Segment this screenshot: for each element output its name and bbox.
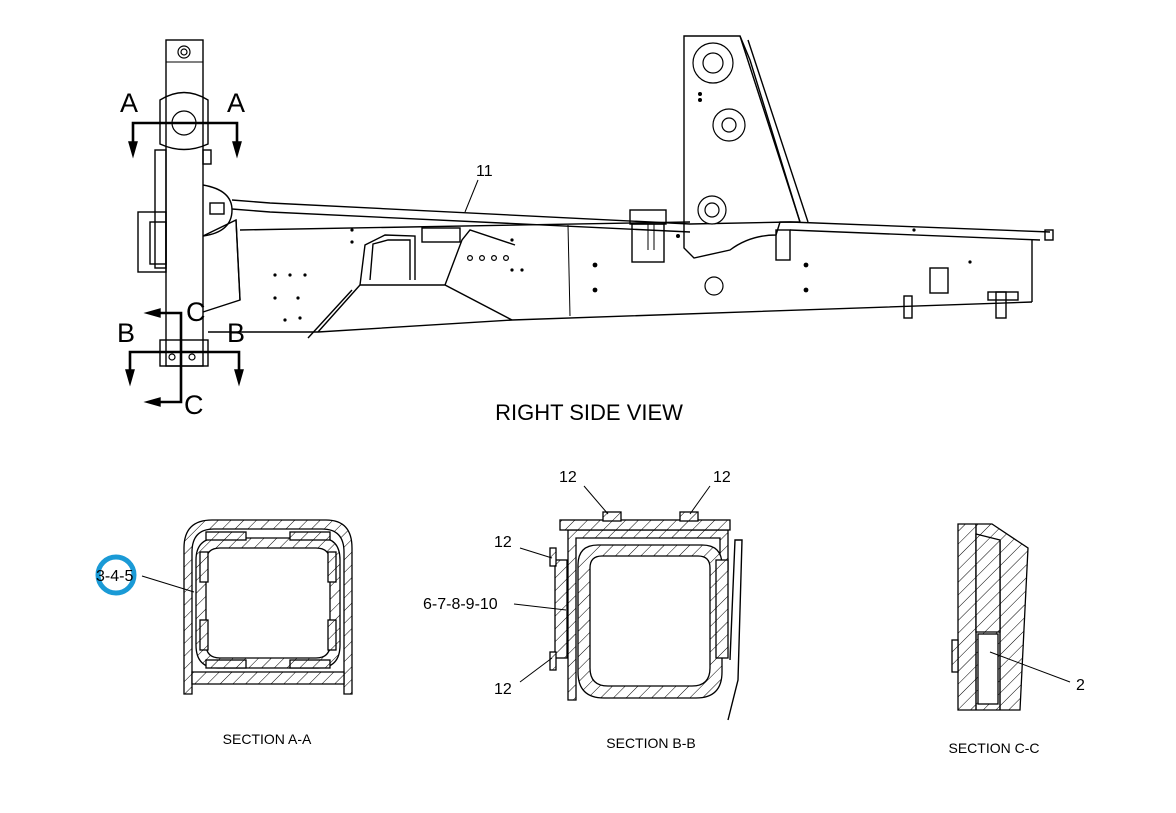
- callout-12-left-upper: 12: [494, 534, 512, 551]
- view-title: RIGHT SIDE VIEW: [495, 400, 683, 425]
- callout-12-left-upper-leader: [519, 547, 553, 559]
- callout-12-top-right: 12: [713, 469, 731, 486]
- cut-label-a-right: A: [227, 88, 245, 118]
- section-b-b: 12 12 12 6-7-8-9-10 12 SECTION B-B: [423, 469, 743, 751]
- cut-label-b-left: B: [117, 318, 135, 348]
- upright-tower: [629, 35, 809, 263]
- callout-3-4-5-leader: [141, 575, 195, 593]
- cut-label-c-bottom: C: [184, 390, 204, 420]
- cut-line-c: [143, 308, 183, 407]
- callout-11-leader: [464, 179, 479, 213]
- callout-6-10-leader: [513, 603, 567, 611]
- section-a-a: 3-4-5 SECTION A-A: [95, 519, 353, 747]
- callout-12-left-lower-leader: [519, 657, 553, 683]
- caption-section-a: SECTION A-A: [223, 731, 312, 747]
- callout-11: 11: [476, 163, 493, 180]
- cut-line-b: [125, 350, 244, 387]
- caption-section-b: SECTION B-B: [606, 735, 695, 751]
- callout-12-top-left-leader: [583, 485, 609, 515]
- cut-label-c-top: C: [186, 297, 206, 327]
- caption-section-c: SECTION C-C: [949, 740, 1040, 756]
- main-frame-rail: [208, 199, 1054, 339]
- callout-12-top-right-leader: [689, 485, 711, 515]
- highlight-ring[interactable]: [95, 554, 137, 596]
- cut-label-b-right: B: [227, 318, 245, 348]
- cut-line-a: [128, 121, 242, 159]
- callout-2: 2: [1076, 677, 1085, 694]
- cut-label-a-left: A: [120, 88, 138, 118]
- callout-3-4-5[interactable]: 3-4-5: [96, 568, 133, 585]
- callout-2-leader: [989, 651, 1071, 683]
- callout-6-7-8-9-10: 6-7-8-9-10: [423, 596, 498, 613]
- right-side-view: A A B B C C 11 RIGHT SIDE VIEW: [117, 35, 1054, 425]
- section-c-c: 2 SECTION C-C: [949, 523, 1085, 756]
- callout-12-top-left: 12: [559, 469, 577, 486]
- callout-12-left-lower: 12: [494, 681, 512, 698]
